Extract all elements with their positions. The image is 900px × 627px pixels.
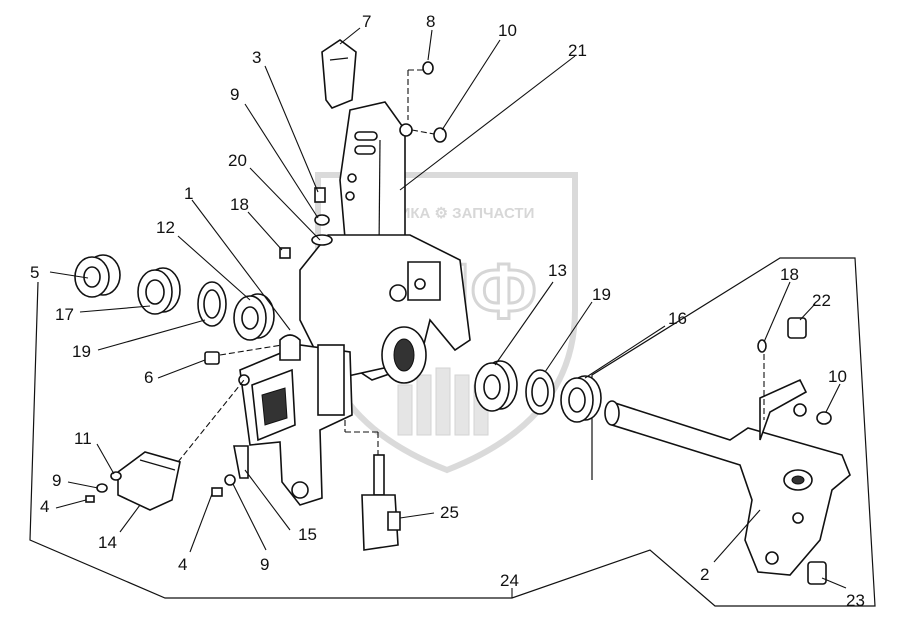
right-seal-ring [525,369,555,415]
assembly-outline [29,257,876,607]
callout-22: 22 [812,291,831,310]
callout-13: 13 [548,261,567,280]
callout-9-top: 9 [230,85,239,104]
callout-23: 23 [846,591,865,610]
callout-4-bottom: 4 [178,555,187,574]
callout-9-bottom: 9 [260,555,269,574]
left-nut [74,254,121,298]
callout-6: 6 [144,368,153,387]
callout-18-right: 18 [780,265,799,284]
callout-10-right: 10 [828,367,847,386]
right-bearing [474,360,518,412]
callout-17: 17 [55,305,74,324]
callout-14: 14 [98,533,117,552]
callout-19-right: 19 [592,285,611,304]
spacer-6 [204,351,220,365]
rod-end [361,454,401,551]
bracket-housing [299,234,471,384]
left-bushing [137,267,181,315]
callout-9-left: 9 [52,471,61,490]
callout-20: 20 [228,151,247,170]
callout-16: 16 [668,309,687,328]
selector-plate [238,334,353,506]
callout-3: 3 [252,48,261,67]
callout-18-left: 18 [230,195,249,214]
right-bushing [560,375,602,423]
handle-knob [321,39,357,109]
assembly-lines [177,69,765,463]
callout-11: 11 [74,429,92,448]
cover-plate [117,451,181,511]
shift-shaft [604,378,851,576]
callout-labels: 7 8 10 21 3 9 20 1 18 12 5 17 19 6 11 9 … [30,12,865,610]
callout-7: 7 [362,12,371,31]
fasteners [85,61,832,585]
callout-25: 25 [440,503,459,522]
leader-lines [49,27,847,589]
callout-12: 12 [156,218,175,237]
callout-5: 5 [30,263,39,282]
callout-24: 24 [500,571,519,590]
callout-10-top: 10 [498,21,517,40]
callout-1: 1 [184,184,193,203]
left-seal-ring [197,281,227,327]
left-bearing [233,293,275,341]
callout-15: 15 [298,525,317,544]
callout-4-left: 4 [40,497,49,516]
callout-8: 8 [426,12,435,31]
callout-21: 21 [568,41,587,60]
callout-19-left: 19 [72,342,91,361]
callout-2: 2 [700,565,709,584]
